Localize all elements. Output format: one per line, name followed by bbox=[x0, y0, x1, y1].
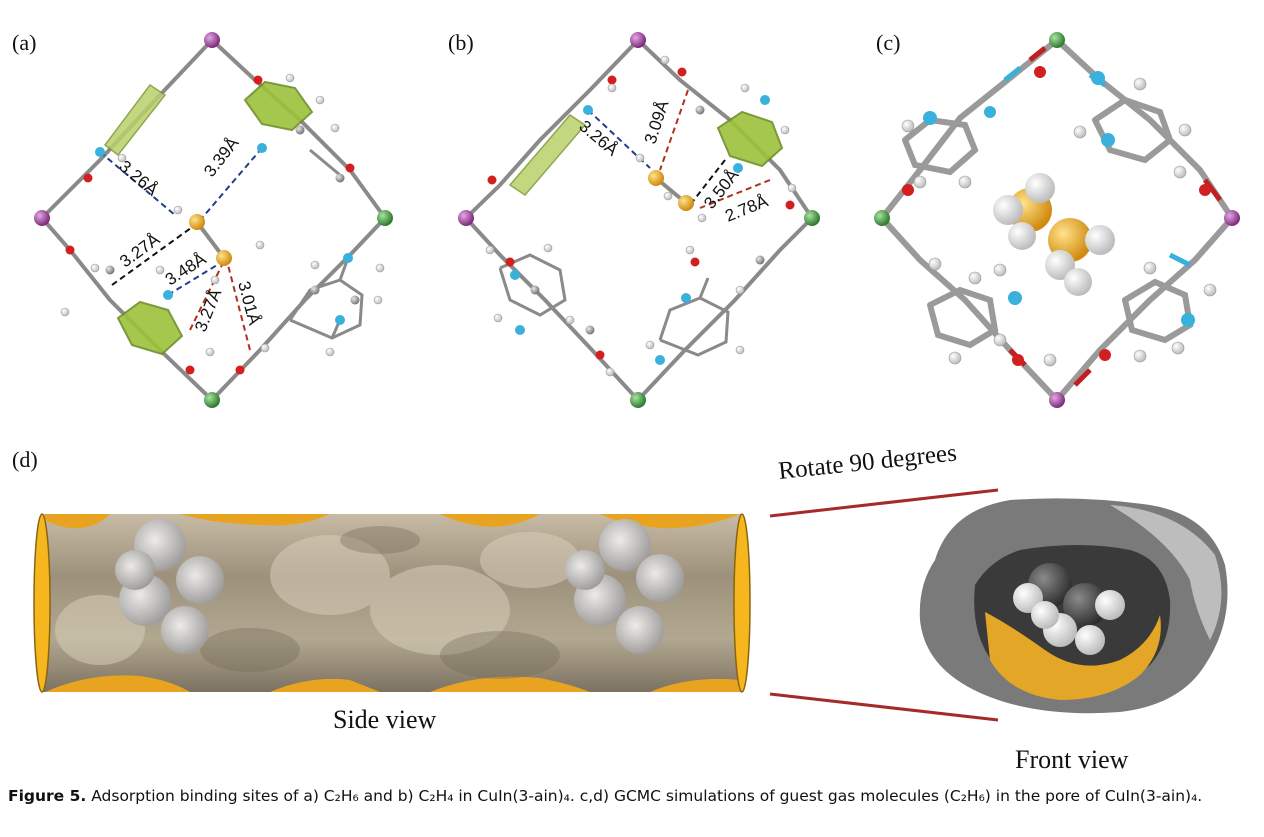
copper-atom bbox=[874, 210, 890, 226]
distance-label: 3.26Å bbox=[115, 157, 162, 201]
panel-a-label: (a) bbox=[12, 30, 37, 55]
distance-label: 3.26Å bbox=[575, 117, 622, 161]
ethane-guest bbox=[993, 173, 1115, 296]
front-view-label: Front view bbox=[1015, 745, 1129, 774]
distance-label: 3.27Å bbox=[191, 286, 226, 335]
panel-b-structure: 3.09Å 3.26Å 3.50Å 2.78Å bbox=[458, 32, 820, 408]
ring-b1 bbox=[716, 110, 784, 168]
side-view-label: Side view bbox=[333, 705, 437, 734]
copper-atom bbox=[204, 392, 220, 408]
copper-atom bbox=[377, 210, 393, 226]
indium-atom bbox=[34, 210, 50, 226]
guest-carbon bbox=[648, 170, 664, 186]
guest-carbon bbox=[189, 214, 205, 230]
ring-a1 bbox=[243, 80, 314, 132]
figure-caption: Figure 5. Adsorption binding sites of a)… bbox=[8, 786, 1258, 807]
copper-atom bbox=[804, 210, 820, 226]
distance-label: 3.39Å bbox=[200, 133, 243, 180]
panel-c-structure bbox=[874, 32, 1240, 408]
indium-atom bbox=[1049, 392, 1065, 408]
copper-atom bbox=[1049, 32, 1065, 48]
guest-carbon bbox=[678, 195, 694, 211]
panel-d-side-view bbox=[33, 513, 751, 693]
ring-b2 bbox=[508, 114, 587, 196]
panel-b-label: (b) bbox=[448, 30, 474, 55]
figure-number: Figure 5. bbox=[8, 787, 87, 805]
distance-label: 3.01Å bbox=[234, 279, 264, 327]
indium-atom bbox=[458, 210, 474, 226]
rotate-line-top bbox=[769, 488, 999, 518]
distance-label: 3.09Å bbox=[641, 97, 673, 146]
guest-carbon bbox=[216, 250, 232, 266]
ring-a3 bbox=[103, 83, 167, 157]
panel-d-label: (d) bbox=[12, 447, 38, 472]
ring-a2 bbox=[116, 300, 184, 356]
rotate-line-bottom bbox=[769, 692, 999, 722]
indium-atom bbox=[204, 32, 220, 48]
panel-c-label: (c) bbox=[876, 30, 901, 55]
indium-atom bbox=[1224, 210, 1240, 226]
indium-atom bbox=[630, 32, 646, 48]
panel-d-front-view bbox=[919, 498, 1228, 714]
copper-atom bbox=[630, 392, 646, 408]
panel-a-structure: 3.26Å 3.39Å 3.27Å 3.48Å 3.27Å 3.01Å bbox=[34, 32, 393, 408]
caption-text: Adsorption binding sites of a) C₂H₆ and … bbox=[91, 787, 1203, 805]
